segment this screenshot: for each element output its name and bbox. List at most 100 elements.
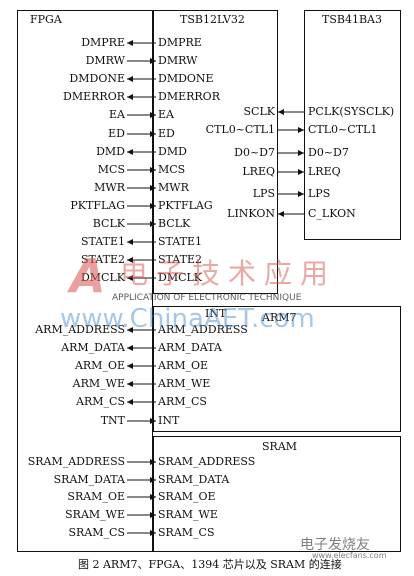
arrow-right-icon xyxy=(150,477,156,483)
arrow-left-icon xyxy=(127,381,133,387)
tsb41-pin-label: PCLK(SYSCLK) xyxy=(308,105,395,118)
arm7-pin-label: ARM_OE xyxy=(158,359,209,372)
arrow-left-icon xyxy=(127,345,133,351)
arrow-left-icon xyxy=(278,211,284,217)
arrow-right-icon xyxy=(150,221,156,227)
tsb12-pin-label: DMDONE xyxy=(158,72,214,85)
arrow-left-icon xyxy=(127,76,133,82)
arrow-right-icon xyxy=(298,191,304,197)
watermark-logo: A xyxy=(70,249,106,303)
tsb41ba3-title: TSB41BA3 xyxy=(322,13,382,26)
arrow-right-icon xyxy=(150,185,156,191)
tsb12-pin-label: ED xyxy=(158,127,175,140)
sram-pin-label: SRAM_DATA xyxy=(158,473,230,486)
tsb12-phy-pin-label: LPS xyxy=(252,187,275,200)
arrow-right-icon xyxy=(150,459,156,465)
arrow-right-icon xyxy=(150,530,156,536)
tsb41-pin-label: LPS xyxy=(308,187,331,200)
arrow-right-icon xyxy=(298,169,304,175)
fpga-pin-label: BCLK xyxy=(92,217,125,230)
fpga-pin-label: MCS xyxy=(97,163,125,176)
fpga-pin-label: EA xyxy=(109,108,125,121)
fpga-pin-label: STATE2 xyxy=(81,253,125,266)
sram-block xyxy=(153,436,401,552)
arm7-pin-label: ARM_WE xyxy=(158,377,211,390)
tsb12-phy-pin-label: SCLK xyxy=(243,105,275,118)
tsb41-pin-label: LREQ xyxy=(308,165,341,178)
sram-pin-label: SRAM_CS xyxy=(158,526,215,539)
arrow-right-icon xyxy=(150,112,156,118)
arrow-left-icon xyxy=(127,257,133,263)
arrow-right-icon xyxy=(150,58,156,64)
tsb41ba3-block xyxy=(304,10,401,240)
tsb41-pin-label: D0~D7 xyxy=(308,146,349,159)
arrow-left-icon xyxy=(127,149,133,155)
sram-pin-label: SRAM_WE xyxy=(158,508,218,521)
fpga-arm-pin-label: ARM_WE xyxy=(72,377,125,390)
tsb12-phy-pin-label: D0~D7 xyxy=(234,146,275,159)
arm7-title: ARM7 xyxy=(262,311,297,324)
arrow-right-icon xyxy=(150,167,156,173)
fpga-title: FPGA xyxy=(30,13,62,26)
tsb41-pin-label: CTL0~CTL1 xyxy=(308,123,378,136)
arrow-left-icon xyxy=(127,239,133,245)
fpga-pin-label: MWR xyxy=(94,181,125,194)
arm7-pin-label: ARM_ADDRESS xyxy=(158,323,248,336)
watermark-title: 电子技术应用 xyxy=(120,257,337,290)
watermark-corner: 电子发烧友 xyxy=(300,537,370,553)
figure-caption: 图 2 ARM7、FPGA、1394 芯片以及 SRAM 的连接 xyxy=(78,558,342,571)
watermark-corner-url: www.elecfans.com xyxy=(312,551,387,560)
fpga-sram-pin-label: SRAM_WE xyxy=(65,508,125,521)
fpga-sram-pin-label: SRAM_OE xyxy=(67,490,125,503)
arrow-right-icon xyxy=(150,418,156,424)
arrow-right-icon xyxy=(298,127,304,133)
tsb12-pin-label: BCLK xyxy=(158,217,191,230)
fpga-pin-label: DMDONE xyxy=(69,72,125,85)
tsb12lv32-title: TSB12LV32 xyxy=(180,13,245,26)
arrow-left-icon xyxy=(127,94,133,100)
tsb12-pin-label: STATE2 xyxy=(158,253,202,266)
tsb12-pin-label: DMD xyxy=(158,145,187,158)
arrow-left-icon xyxy=(127,40,133,46)
fpga-pin-label: PKTFLAG xyxy=(70,199,125,212)
arrow-left-icon xyxy=(127,275,133,281)
fpga-arm-pin-label: ARM_CS xyxy=(76,395,125,408)
arm7-pin-label: INT xyxy=(158,414,180,427)
sram-pin-label: SRAM_ADDRESS xyxy=(158,455,256,468)
arrow-left-icon xyxy=(127,399,133,405)
tsb41-pin-label: C_LKON xyxy=(308,207,356,220)
arrow-right-icon xyxy=(150,494,156,500)
tsb12-pin-label: DMERROR xyxy=(158,90,220,103)
tsb12-phy-pin-label: LREQ xyxy=(242,165,275,178)
tsb12-pin-label: DMPRE xyxy=(158,36,202,49)
tsb12-pin-label: MCS xyxy=(158,163,186,176)
fpga-sram-pin-label: SRAM_DATA xyxy=(53,473,125,486)
watermark-url: www.ChinaAET.com xyxy=(60,304,315,334)
tsb12-pin-label: STATE1 xyxy=(158,235,202,248)
watermark-subtitle: APPLICATION OF ELECTRONIC TECHNIQUE xyxy=(112,293,302,303)
fpga-pin-label: DMERROR xyxy=(63,90,125,103)
tsb12-pin-label: PKTFLAG xyxy=(158,199,213,212)
fpga-sram-pin-label: SRAM_ADDRESS xyxy=(27,455,125,468)
tsb12-pin-label: DMCLK xyxy=(158,271,203,284)
fpga-pin-label: DMPRE xyxy=(81,36,125,49)
arrow-right-icon xyxy=(150,131,156,137)
fpga-pin-label: STATE1 xyxy=(81,235,125,248)
fpga-pin-label: DMCLK xyxy=(80,271,125,284)
arrow-left-icon xyxy=(278,109,284,115)
tsb12-pin-label: MWR xyxy=(158,181,189,194)
fpga-pin-label: ED xyxy=(108,127,125,140)
arrow-right-icon xyxy=(150,512,156,518)
fpga-arm-pin-label: ARM_OE xyxy=(74,359,125,372)
fpga-block xyxy=(17,10,153,552)
fpga-pin-label: DMD xyxy=(96,145,125,158)
fpga-sram-pin-label: SRAM_CS xyxy=(68,526,125,539)
tsb12-pin-label: DMRW xyxy=(158,54,198,67)
tsb12-phy-pin-label: LINKON xyxy=(227,207,275,220)
tsb12-phy-pin-label: CTL0~CTL1 xyxy=(205,123,275,136)
tsb12-pin-label: EA xyxy=(158,108,174,121)
fpga-arm-pin-label: TNT xyxy=(100,414,125,427)
arm7-pin-label: ARM_DATA xyxy=(158,341,222,354)
arrow-left-icon xyxy=(127,363,133,369)
